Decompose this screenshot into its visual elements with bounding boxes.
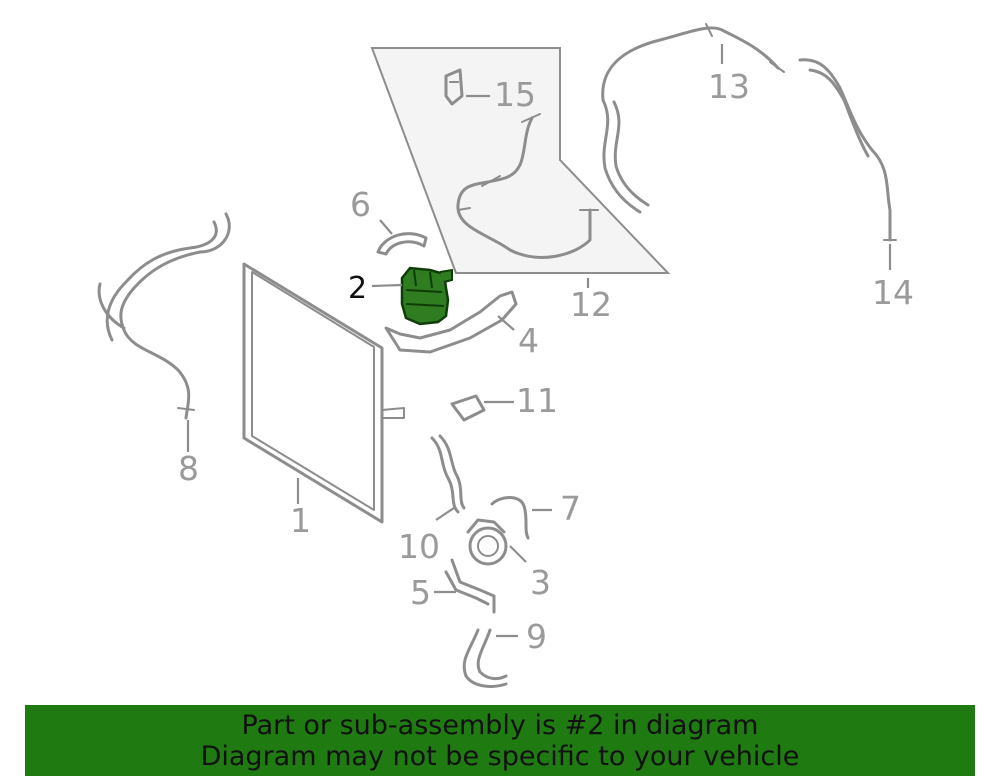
part-11-fitting[interactable]: [450, 394, 486, 422]
leader-2: [371, 283, 403, 288]
callout-5: 5: [410, 573, 431, 612]
callout-7: 7: [560, 489, 581, 528]
banner-line-1: Part or sub-assembly is #2 in diagram: [241, 710, 759, 741]
callout-13: 13: [708, 67, 750, 106]
part-10-hose[interactable]: [430, 434, 466, 514]
part-12-hose[interactable]: [456, 113, 599, 259]
leader-3: [509, 545, 527, 563]
callout-3: 3: [530, 563, 551, 602]
callout-8: 8: [178, 449, 199, 488]
callout-9: 9: [526, 617, 547, 656]
part-14-hose[interactable]: [798, 58, 897, 242]
callout-2: 2: [348, 271, 367, 306]
banner-line-2: Diagram may not be specific to your vehi…: [200, 741, 800, 772]
leader-6: [379, 219, 393, 235]
callout-6: 6: [350, 185, 371, 224]
part-7-pipe[interactable]: [490, 496, 530, 540]
info-banner: Part or sub-assembly is #2 in diagram Di…: [25, 705, 975, 776]
callout-14: 14: [872, 273, 914, 312]
part-4-bracket[interactable]: [384, 290, 518, 354]
part-13-hose[interactable]: [601, 23, 785, 214]
leader-lines: [186, 44, 892, 638]
callout-10: 10: [398, 527, 440, 566]
part-3-pump[interactable]: [466, 518, 508, 566]
callout-1: 1: [290, 501, 311, 540]
leader-4: [497, 315, 515, 331]
part-15-sensor[interactable]: [444, 68, 464, 106]
leader-10: [435, 507, 455, 521]
callout-4: 4: [518, 321, 539, 360]
callout-12: 12: [570, 285, 612, 324]
callout-11: 11: [516, 381, 558, 420]
part-8-hose[interactable]: [97, 212, 231, 420]
part-1-radiator[interactable]: [242, 262, 405, 524]
part-6-bracket[interactable]: [376, 232, 428, 256]
part-2-highlighted[interactable]: [400, 266, 453, 326]
callout-15: 15: [494, 75, 536, 114]
part-9-hose[interactable]: [462, 628, 508, 688]
part-5-bracket[interactable]: [444, 558, 496, 614]
